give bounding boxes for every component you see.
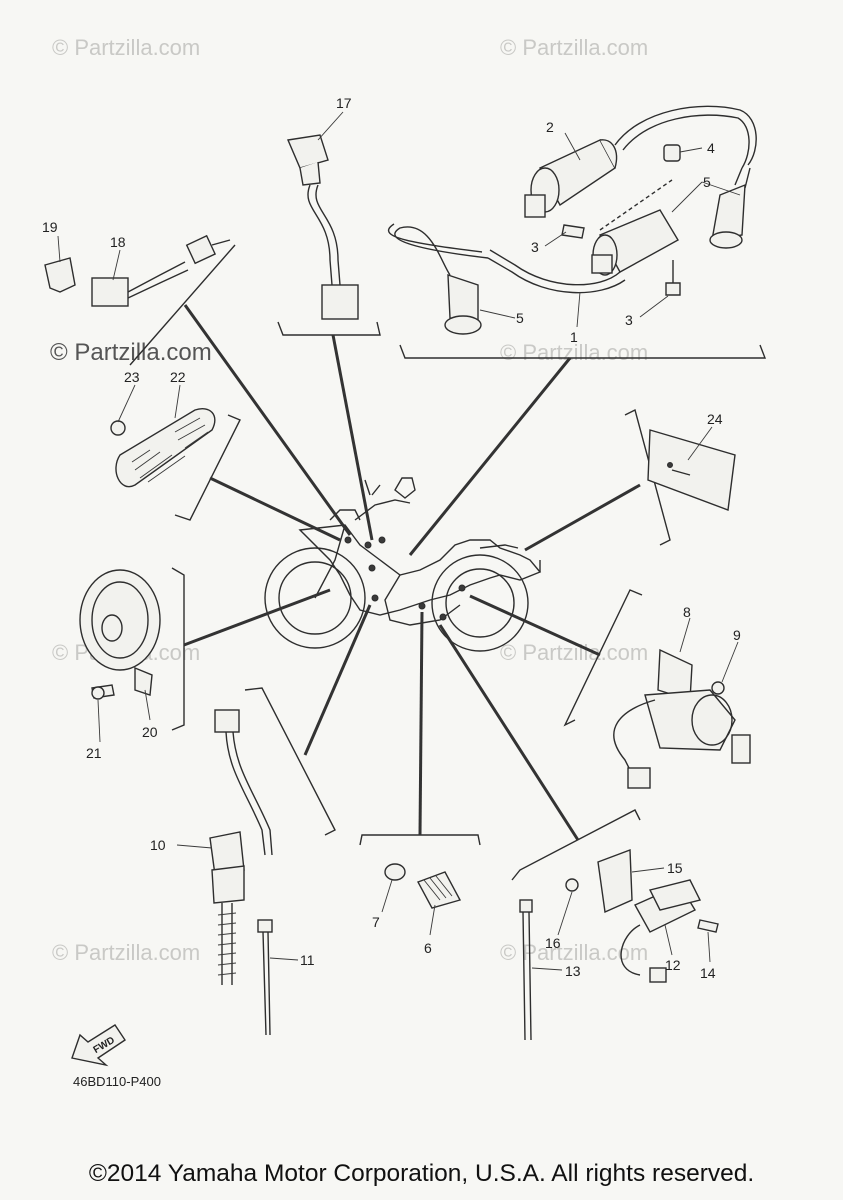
callout-20: 20	[142, 724, 158, 740]
callout-22: 22	[170, 369, 186, 385]
diagram-code: 46BD110-P400	[73, 1074, 161, 1089]
part-18-19-relay	[44, 234, 231, 307]
callout-24: 24	[707, 411, 723, 427]
watermark: © Partzilla.com	[500, 940, 648, 965]
watermark: © Partzilla.com	[52, 940, 200, 965]
callout-3: 3	[625, 312, 633, 328]
motorcycle-silhouette	[264, 477, 542, 652]
callout-7: 7	[372, 914, 380, 930]
watermark: © Partzilla.com	[52, 35, 200, 60]
callout-23: 23	[124, 369, 140, 385]
callout-leaders	[57, 111, 741, 971]
watermark: © Partzilla.com	[500, 35, 648, 60]
callout-5: 5	[516, 310, 524, 326]
watermark-dark: © Partzilla.com	[50, 339, 212, 366]
part-12-16-neutral-switch	[519, 849, 719, 1041]
callout-8: 8	[683, 604, 691, 620]
callout-12: 12	[665, 957, 681, 973]
callout-19: 19	[42, 219, 58, 235]
callout-11: 11	[300, 952, 315, 968]
watermark: © Partzilla.com	[500, 340, 648, 365]
callout-17: 17	[336, 95, 352, 111]
part-6-7-sender	[384, 863, 462, 909]
part-22-23-reflector	[110, 408, 216, 488]
callout-21: 21	[86, 745, 102, 761]
callout-16: 16	[545, 935, 561, 951]
callout-5: 5	[703, 174, 711, 190]
copyright-notice: ©2014 Yamaha Motor Corporation, U.S.A. A…	[88, 1160, 755, 1187]
callout-3: 3	[531, 239, 539, 255]
callout-13: 13	[565, 963, 581, 979]
part-1-5-ignition-coils	[387, 105, 757, 335]
callout-15: 15	[667, 860, 683, 876]
callout-9: 9	[733, 627, 741, 643]
callout-10: 10	[150, 837, 166, 853]
callout-6: 6	[424, 940, 432, 956]
part-8-9-ignition-switch	[613, 648, 751, 789]
part-20-21-horn	[79, 569, 161, 700]
part-17-sensor-lead	[287, 134, 359, 320]
callout-18: 18	[110, 234, 126, 250]
part-24-reflector	[647, 429, 736, 511]
parts-diagram: © Partzilla.com © Partzilla.com © Partzi…	[42, 35, 767, 1089]
callout-2: 2	[546, 119, 554, 135]
callout-4: 4	[707, 140, 715, 156]
bracket-lines	[129, 244, 767, 881]
part-10-11-switch	[209, 709, 273, 1036]
callout-14: 14	[700, 965, 716, 981]
fwd-arrow-icon: FWD	[71, 1024, 126, 1067]
callout-labels: 1 2 3 3 4 5 5 6 7 8 9 10 11 12 13 14 15 …	[42, 95, 741, 981]
callout-1: 1	[570, 329, 578, 345]
